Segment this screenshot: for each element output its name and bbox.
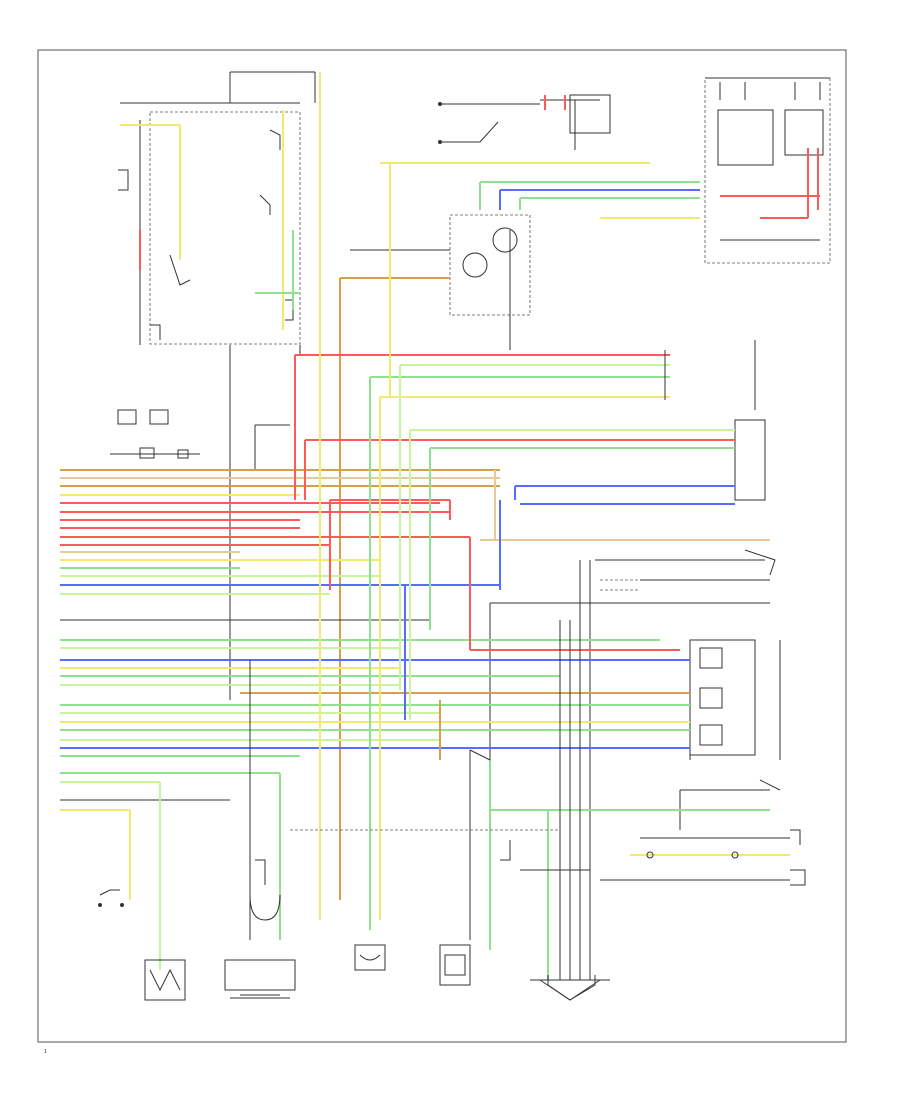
- top-left-module: [118, 71, 316, 700]
- dashed-guides: [290, 579, 640, 831]
- main-harness: [60, 469, 690, 811]
- top-center-switches: [339, 94, 700, 900]
- right-middle-module: [410, 340, 766, 505]
- top-right-module: [704, 77, 831, 264]
- right-sensor-group: [480, 539, 781, 980]
- brake-switch-blocks: [110, 409, 290, 470]
- bottom-right-switches: [490, 779, 806, 886]
- vertical-wires: [129, 72, 735, 980]
- bottom-components: [98, 749, 610, 1001]
- page-number: 1: [44, 1049, 47, 1055]
- diagram-border: [37, 49, 847, 1043]
